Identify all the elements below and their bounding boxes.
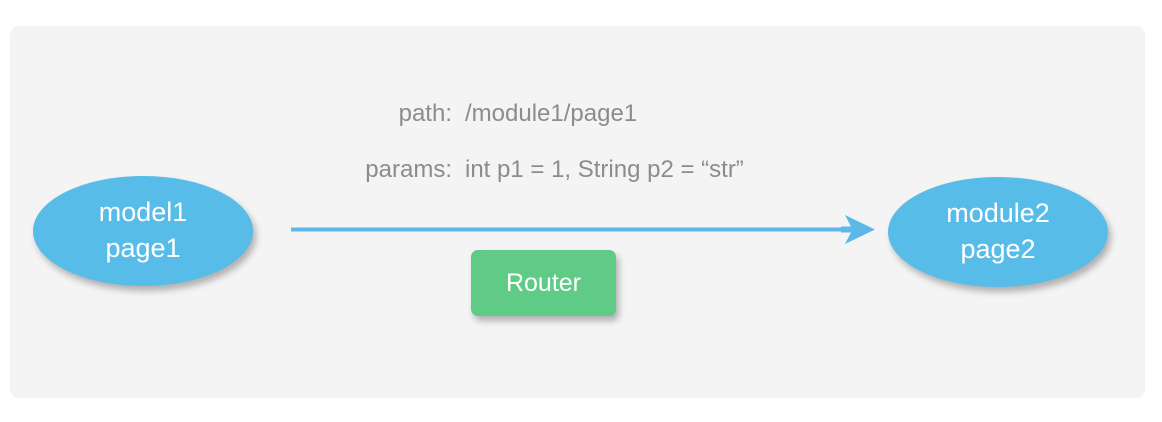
target-node-line-1: module2 xyxy=(946,198,1050,229)
source-node-line-1: model1 xyxy=(98,197,188,228)
annotation-row-path: path: /module1/page1 xyxy=(300,100,860,156)
annotation-value-path: /module1/page1 xyxy=(465,100,638,127)
router-label: Router xyxy=(505,268,582,297)
target-node-line-2: page2 xyxy=(960,234,1036,264)
annotation-key-path: path: xyxy=(398,100,452,127)
annotation-row-params: params: int p1 = 1, String p2 = “str” xyxy=(300,156,860,212)
annotation-block: path: /module1/page1 params: int p1 = 1,… xyxy=(300,100,860,212)
annotation-value-params: int p1 = 1, String p2 = “str” xyxy=(465,156,744,183)
transition-arrow xyxy=(291,215,875,244)
router-box[interactable]: Router xyxy=(471,250,616,316)
source-node-line-2: page1 xyxy=(105,233,181,263)
source-node[interactable]: model1 page1 xyxy=(33,176,253,286)
annotation-key-params: params: xyxy=(365,156,452,183)
target-node[interactable]: module2 page2 xyxy=(888,177,1108,287)
